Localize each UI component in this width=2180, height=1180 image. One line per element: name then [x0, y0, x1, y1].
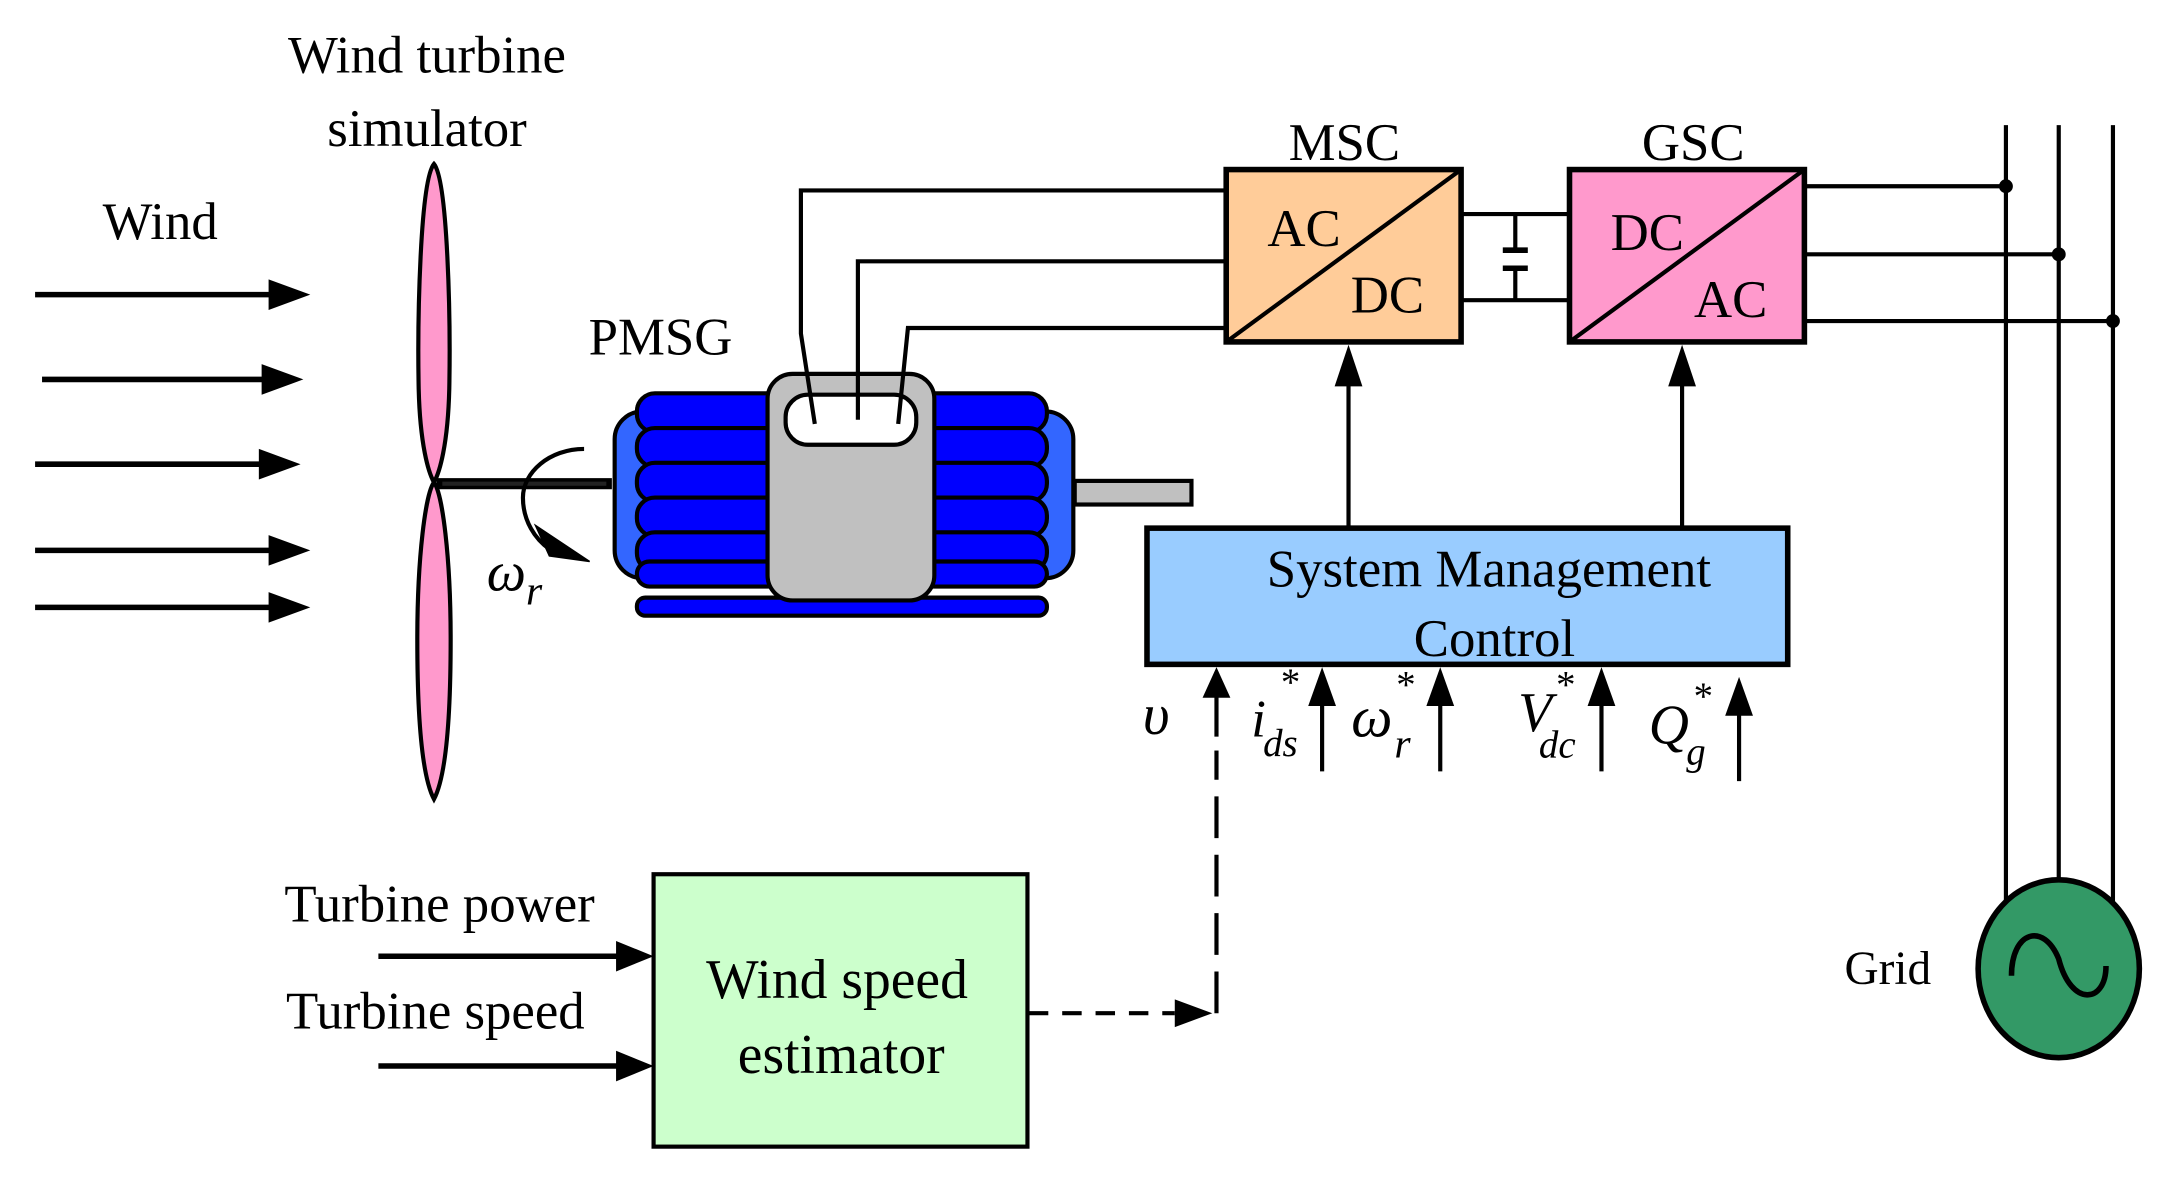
- wind-arrow-icon: [35, 279, 311, 310]
- msc-label: MSC: [1289, 114, 1401, 172]
- wse-title-line1: Wind speed: [706, 949, 968, 1011]
- smc-title-line1: System Management: [1267, 541, 1712, 599]
- turbine-title-line1: Wind turbine: [288, 26, 566, 84]
- pmsg-label: PMSG: [589, 308, 733, 366]
- turbine-speed-label: Turbine speed: [286, 983, 585, 1041]
- gsc-converter-block: [1566, 166, 1808, 345]
- estimated-wind-speed-dashed-link: [1028, 750, 1219, 1028]
- wse-title-line2: estimator: [738, 1024, 945, 1086]
- wind-arrow-icon: [35, 592, 311, 623]
- pmsg-generator-icon: [612, 371, 1194, 618]
- smc-title-line2: Control: [1414, 610, 1575, 668]
- msc-ac-label: AC: [1267, 200, 1340, 258]
- grid-label: Grid: [1844, 943, 1931, 995]
- control-input-ids-ref: ids*: [1251, 661, 1299, 765]
- gsc-dc-label: DC: [1611, 204, 1684, 262]
- dc-link-capacitor-icon: [1461, 211, 1570, 303]
- turbine-power-label: Turbine power: [284, 875, 595, 933]
- turbine-blades-icon: [415, 160, 453, 804]
- pmsg-to-msc-wires: [798, 188, 1227, 425]
- wind-arrows: [35, 279, 311, 623]
- wind-arrow-icon: [42, 364, 304, 395]
- wind-label: Wind: [103, 193, 218, 251]
- control-input-omega-ref: ωr*: [1351, 664, 1414, 768]
- grid-bus-lines: [1804, 125, 2120, 911]
- msc-dc-label: DC: [1351, 267, 1424, 325]
- control-input-qg-ref: Qg*: [1649, 675, 1712, 774]
- wind-speed-estimator-block: [651, 872, 1030, 1149]
- gsc-ac-label: AC: [1694, 271, 1767, 329]
- system-management-control-block: [1144, 525, 1791, 668]
- omega-r-label: ωr: [487, 542, 543, 615]
- gsc-label: GSC: [1642, 114, 1745, 172]
- control-input-wind-speed: υ: [1143, 682, 1170, 747]
- control-signal-arrows: [1334, 344, 1696, 529]
- turbine-title-line2: simulator: [327, 100, 527, 158]
- wind-arrow-icon: [35, 448, 301, 480]
- grid-ac-source-icon: [1975, 877, 2143, 1061]
- estimator-input-arrows: [378, 940, 654, 1082]
- control-input-arrows: [1202, 667, 1753, 782]
- wind-arrow-icon: [35, 535, 311, 566]
- rotation-arrow-icon: [520, 446, 591, 563]
- msc-converter-block: [1223, 166, 1464, 345]
